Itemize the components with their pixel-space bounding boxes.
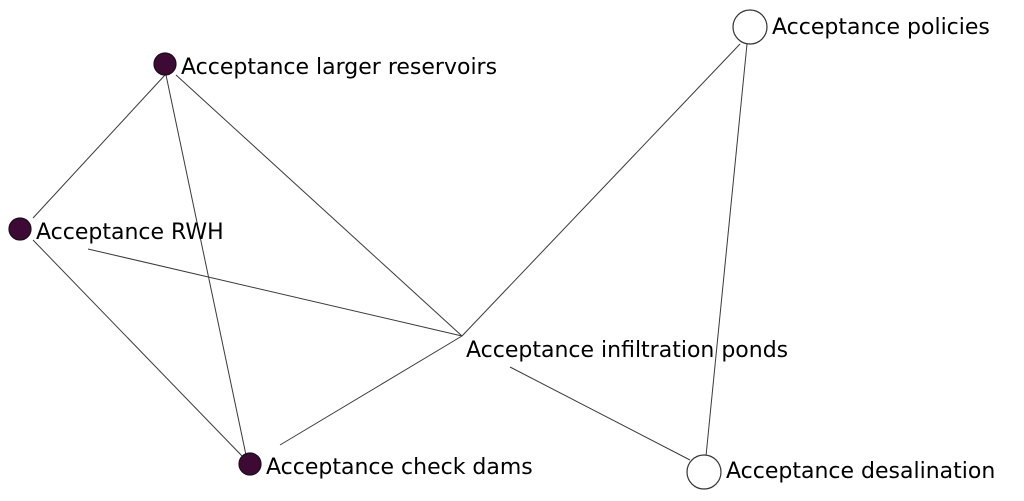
node-label-policies: Acceptance policies <box>772 15 990 40</box>
node-policies: Acceptance policies <box>732 9 990 45</box>
node-marker-policies <box>732 9 768 45</box>
node-label-check-dams: Acceptance check dams <box>266 455 533 480</box>
node-larger-reservoirs: Acceptance larger reservoirs <box>153 52 497 80</box>
node-desalination: Acceptance desalination <box>686 454 995 490</box>
edges-layer <box>32 43 748 461</box>
edge-rwh-to-infiltration-ponds <box>87 248 463 337</box>
edge-larger-reservoirs-to-infiltration-ponds <box>175 74 463 337</box>
edge-infiltration-ponds-to-desalination <box>509 366 691 461</box>
node-label-desalination: Acceptance desalination <box>726 459 995 484</box>
node-label-infiltration-ponds: Acceptance infiltration ponds <box>466 338 788 363</box>
node-label-rwh: Acceptance RWH <box>36 220 224 245</box>
node-marker-rwh <box>8 217 32 241</box>
edge-rwh-to-check-dams <box>32 239 244 458</box>
node-check-dams: Acceptance check dams <box>238 452 533 480</box>
node-marker-check-dams <box>238 452 262 476</box>
edge-larger-reservoirs-to-rwh <box>32 74 166 219</box>
node-rwh: Acceptance RWH <box>8 217 224 245</box>
node-marker-larger-reservoirs <box>153 52 177 76</box>
edge-policies-to-desalination <box>705 43 748 457</box>
node-label-larger-reservoirs: Acceptance larger reservoirs <box>181 55 497 80</box>
edge-check-dams-to-infiltration-ponds <box>279 335 463 446</box>
edge-larger-reservoirs-to-check-dams <box>165 74 247 456</box>
edge-policies-to-infiltration-ponds <box>461 43 741 337</box>
node-infiltration-ponds: Acceptance infiltration ponds <box>466 338 788 363</box>
node-marker-desalination <box>686 454 722 490</box>
